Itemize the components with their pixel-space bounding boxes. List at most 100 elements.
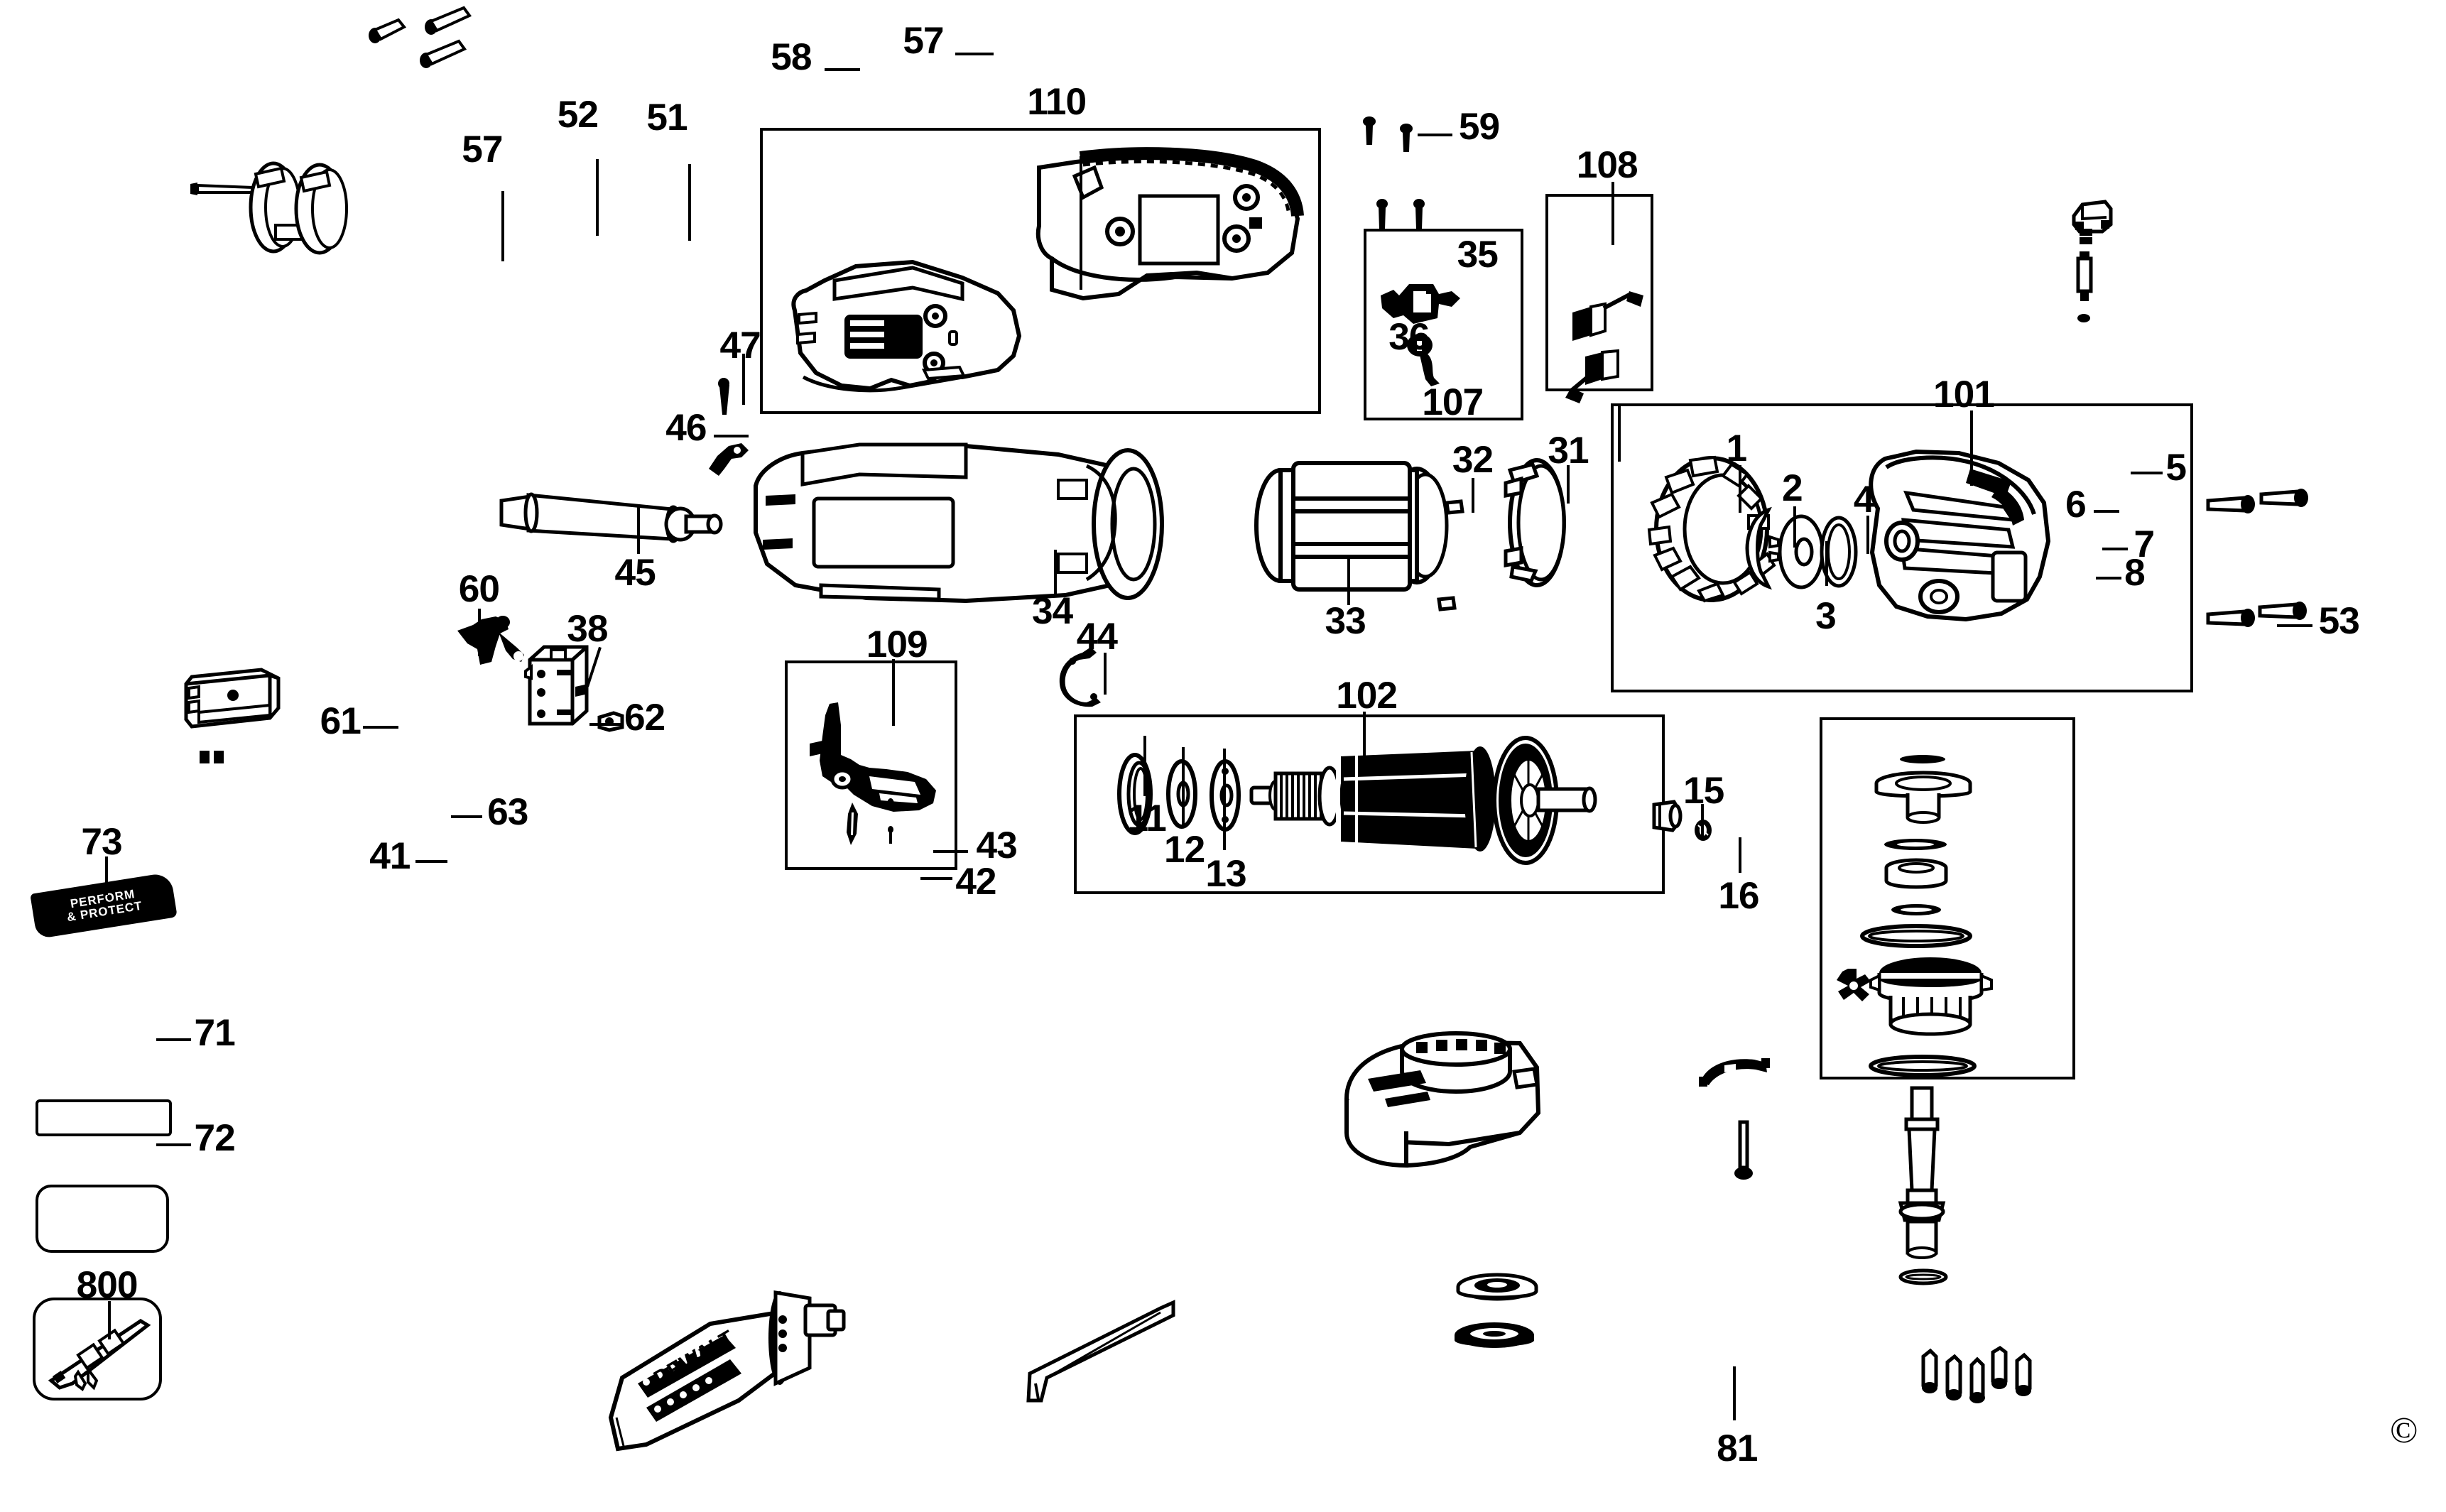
leader-44 (1103, 653, 1107, 695)
leader-13 (1223, 748, 1226, 851)
screw-59-c (1373, 197, 1391, 232)
callout-7: 7 (2134, 523, 2156, 565)
leader-81 (1732, 1366, 1736, 1421)
pin-42 (886, 825, 896, 847)
brush-holder-cap-52 (234, 160, 312, 256)
screw-53-d (2257, 600, 2314, 624)
callout-102: 102 (1336, 674, 1398, 717)
gear-case-body (1859, 446, 2065, 631)
screw-58 (367, 17, 407, 47)
shim-22 (1889, 902, 1943, 918)
service-kit-800 (47, 1315, 153, 1393)
leader-58 (825, 68, 860, 72)
bearing-23 (1884, 858, 1949, 895)
callout-6: 6 (2065, 483, 2087, 526)
screw-54-set (1918, 1345, 2060, 1412)
leader-800 (108, 1300, 112, 1339)
leader-107 (1618, 406, 1621, 462)
leader-47 (741, 353, 745, 405)
callout-72: 72 (194, 1117, 236, 1160)
clamp-bracket-56 (1696, 1055, 1773, 1088)
carbon-brush-lower-108 (1560, 348, 1641, 405)
leader-59 (1417, 134, 1452, 137)
spindle-lock-rod-45 (497, 472, 732, 550)
callout-4: 4 (1853, 479, 1875, 521)
group-box-108 (1545, 194, 1653, 391)
callout-8: 8 (2124, 552, 2146, 594)
connector-pair-63 (197, 748, 229, 766)
copyright-mark: © (2390, 1410, 2418, 1451)
group-box-105 (1820, 717, 2075, 1079)
retaining-ring-28 (1898, 753, 1947, 766)
rear-cover-ring-51 (283, 162, 357, 258)
shim-24 (1882, 837, 1949, 852)
callout-31: 31 (1548, 429, 1589, 472)
lever-46 (703, 440, 753, 477)
spacer-32-a (1444, 499, 1465, 516)
callout-52: 52 (557, 93, 599, 136)
flange-bushing-25 (1874, 771, 1973, 827)
callout-107: 107 (1422, 381, 1484, 424)
callout-36: 36 (1388, 316, 1430, 359)
leader-33 (1347, 557, 1350, 606)
leader-16 (1739, 837, 1742, 873)
screw-57-top-b (419, 39, 469, 72)
leader-53 (2277, 624, 2312, 627)
washer-3 (1774, 513, 1828, 591)
leader-31 (1567, 464, 1570, 504)
group-box-800 (33, 1298, 162, 1400)
leader-102 (1363, 712, 1366, 766)
clamp-5 (2067, 200, 2116, 234)
module-61 (170, 664, 284, 735)
callout-73: 73 (81, 821, 122, 864)
leader-34 (1054, 549, 1058, 594)
leader-52 (595, 159, 599, 236)
leader-3 (1825, 541, 1828, 587)
guard-bolt-55 (1733, 1119, 1754, 1183)
callout-33: 33 (1325, 599, 1366, 642)
housing-half-left-110 (785, 231, 1040, 401)
callout-109: 109 (866, 624, 928, 666)
pin-43 (885, 797, 896, 811)
group-box-109 (785, 660, 957, 870)
leader-7 (2102, 548, 2128, 551)
leader-73 (104, 856, 108, 896)
housing-half-right-110 (1033, 147, 1310, 332)
switch-38 (524, 643, 597, 728)
leader-6 (2094, 509, 2120, 513)
callout-38: 38 (567, 607, 608, 650)
callout-5: 5 (2165, 447, 2187, 489)
guard-70 (1342, 1031, 1577, 1168)
leader-41 (415, 859, 448, 863)
leader-108 (1611, 181, 1615, 246)
callout-53: 53 (2318, 599, 2360, 642)
callout-47: 47 (719, 324, 761, 366)
outer-flange-67 (1451, 1319, 1538, 1356)
inner-flange-66 (1455, 1271, 1540, 1307)
leader-5 (2131, 471, 2163, 474)
leader-11 (1143, 735, 1146, 797)
leader-1 (1739, 464, 1742, 513)
hex-key-80 (991, 1300, 1176, 1406)
callout-59: 59 (1458, 106, 1500, 148)
leader-32 (1471, 477, 1474, 513)
group-box-110 (760, 128, 1321, 414)
callout-1: 1 (1726, 428, 1748, 470)
spring-clip-44 (1058, 643, 1108, 707)
o-ring-21 (1859, 923, 1973, 949)
callout-3: 3 (1815, 594, 1837, 637)
callout-62: 62 (624, 697, 665, 739)
screw-57-top-a (424, 6, 474, 38)
warning-label-71 (36, 1099, 172, 1136)
leader-62 (589, 722, 621, 726)
leader-72 (156, 1143, 192, 1146)
callout-60: 60 (458, 567, 500, 610)
bolt-7 (2074, 250, 2097, 312)
o-ring-29 (1868, 1054, 1978, 1078)
leader-101 (1969, 410, 1973, 486)
fan-1 (1641, 455, 1783, 604)
callout-101: 101 (1933, 374, 1995, 416)
callout-44: 44 (1076, 615, 1118, 658)
trigger-lever-60 (456, 612, 534, 676)
